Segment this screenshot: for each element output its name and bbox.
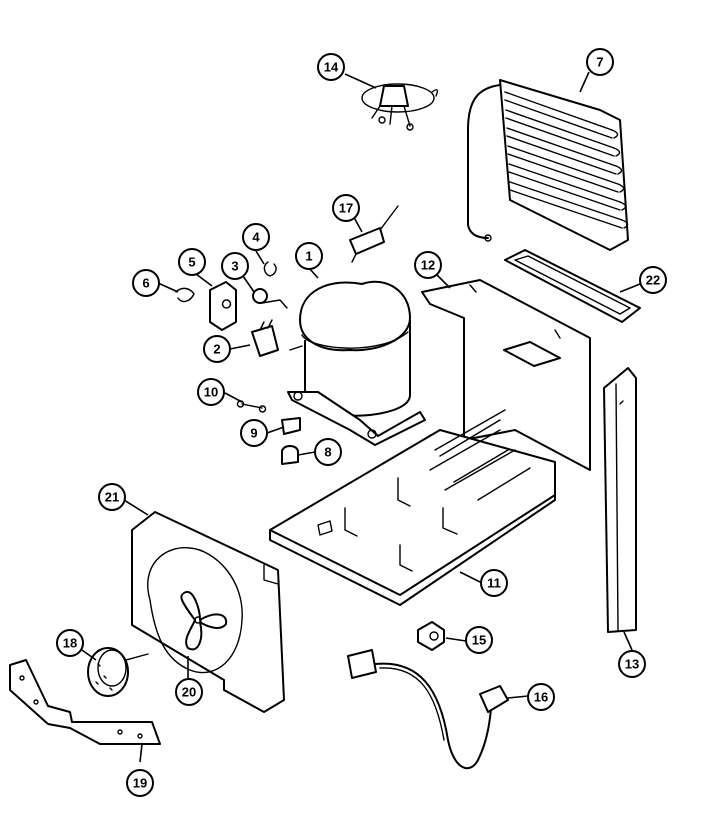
callout-label: 11 (487, 576, 501, 591)
callout-12: 12 (414, 251, 442, 279)
callout-4: 4 (242, 223, 270, 251)
callout-20: 20 (175, 678, 203, 706)
callout-label: 6 (142, 276, 149, 291)
callout-label: 4 (252, 230, 260, 245)
side-brace-part (603, 367, 637, 633)
callout-2: 2 (203, 335, 231, 363)
callout-label: 7 (596, 55, 603, 70)
callout-label: 1 (305, 249, 312, 264)
callout-13: 13 (618, 650, 646, 678)
callout-label: 2 (213, 342, 220, 357)
callout-22: 22 (639, 266, 667, 294)
callout-14: 14 (317, 53, 345, 81)
wire-harness-part (347, 649, 509, 770)
compressor-part (287, 280, 426, 446)
clip-part (417, 621, 445, 651)
callout-17: 17 (332, 194, 360, 222)
callout-6: 6 (132, 269, 160, 297)
callout-label: 17 (339, 201, 353, 216)
condenser-coil-part (467, 79, 629, 251)
callout-16: 16 (527, 683, 555, 711)
callout-label: 13 (625, 657, 639, 672)
callout-label: 22 (646, 273, 660, 288)
callout-label: 8 (324, 445, 331, 460)
callout-label: 15 (472, 633, 486, 648)
callout-7: 7 (586, 48, 614, 76)
callout-11: 11 (480, 569, 508, 597)
fan-blade-part (180, 590, 228, 651)
callout-1: 1 (295, 242, 323, 270)
fan-shroud-part (131, 511, 285, 713)
callout-label: 20 (182, 685, 196, 700)
callout-label: 9 (250, 426, 257, 441)
fan-motor-part (87, 647, 149, 697)
callout-label: 21 (105, 490, 119, 505)
relay-part (349, 205, 399, 263)
start-relay-shape (251, 325, 279, 357)
callout-15: 15 (465, 626, 493, 654)
start-components (175, 261, 301, 465)
callout-label: 16 (534, 690, 548, 705)
callout-label: 18 (63, 636, 77, 651)
callout-21: 21 (98, 483, 126, 511)
callout-19: 19 (126, 769, 154, 797)
base-pan-part (269, 409, 556, 606)
power-cord-part (361, 83, 439, 131)
callout-5: 5 (178, 248, 206, 276)
callout-3: 3 (221, 252, 249, 280)
drain-pan-part (504, 249, 641, 323)
leader-lines (81, 71, 641, 763)
callout-label: 12 (421, 258, 435, 273)
callout-label: 19 (133, 776, 147, 791)
callout-label: 5 (188, 255, 195, 270)
cover-panel-part (421, 279, 591, 471)
callout-label: 14 (324, 60, 339, 75)
callout-label: 3 (231, 259, 238, 274)
callout-9: 9 (240, 419, 268, 447)
callout-label: 10 (204, 385, 218, 400)
callout-10: 10 (197, 378, 225, 406)
callout-18: 18 (56, 629, 84, 657)
callout-8: 8 (314, 438, 342, 466)
motor-bracket-part (9, 659, 161, 745)
